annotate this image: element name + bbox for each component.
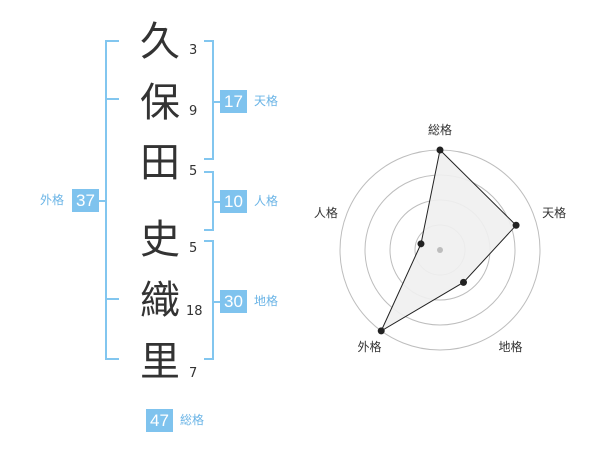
name-char-1: 久 <box>140 19 180 65</box>
jinkaku-label: 人格 <box>254 194 279 208</box>
radar-area <box>380 148 517 333</box>
radar-point-3 <box>460 278 468 286</box>
gaikaku-label: 外格 <box>40 193 65 207</box>
chikaku-label: 地格 <box>254 294 279 308</box>
tenkaku-badge: 17 <box>220 90 247 113</box>
chikaku-badge: 30 <box>220 290 247 313</box>
stroke-count-3: 5 <box>189 164 198 179</box>
jinkaku-badge: 10 <box>220 190 247 213</box>
name-char-3: 田 <box>140 140 180 186</box>
stroke-count-5: 18 <box>186 304 203 319</box>
radar-point-1 <box>436 146 444 154</box>
name-char-2: 保 <box>140 80 180 126</box>
radar-axis-label-1: 総格 <box>428 122 452 137</box>
tenkaku-label: 天格 <box>254 94 279 108</box>
soukaku-badge: 47 <box>146 409 173 432</box>
name-char-6: 里 <box>140 339 180 385</box>
radar-axis-label-3: 地格 <box>499 339 523 354</box>
stroke-count-2: 9 <box>189 104 198 119</box>
radar-axis-label-5: 人格 <box>314 205 338 220</box>
gaikaku-badge: 37 <box>72 189 99 212</box>
radar-point-5 <box>417 240 425 248</box>
soukaku-label: 総格 <box>180 413 205 427</box>
name-char-5: 織 <box>140 278 180 324</box>
stroke-count-1: 3 <box>189 43 198 58</box>
radar-center-dot <box>437 247 443 253</box>
stroke-count-6: 7 <box>189 366 198 381</box>
radar-axis-label-4: 外格 <box>357 339 381 354</box>
radar-point-4 <box>377 327 385 335</box>
name-char-4: 史 <box>140 217 180 263</box>
stroke-count-4: 5 <box>189 241 198 256</box>
radar-axis-label-2: 天格 <box>542 205 566 220</box>
radar-point-2 <box>512 221 520 229</box>
